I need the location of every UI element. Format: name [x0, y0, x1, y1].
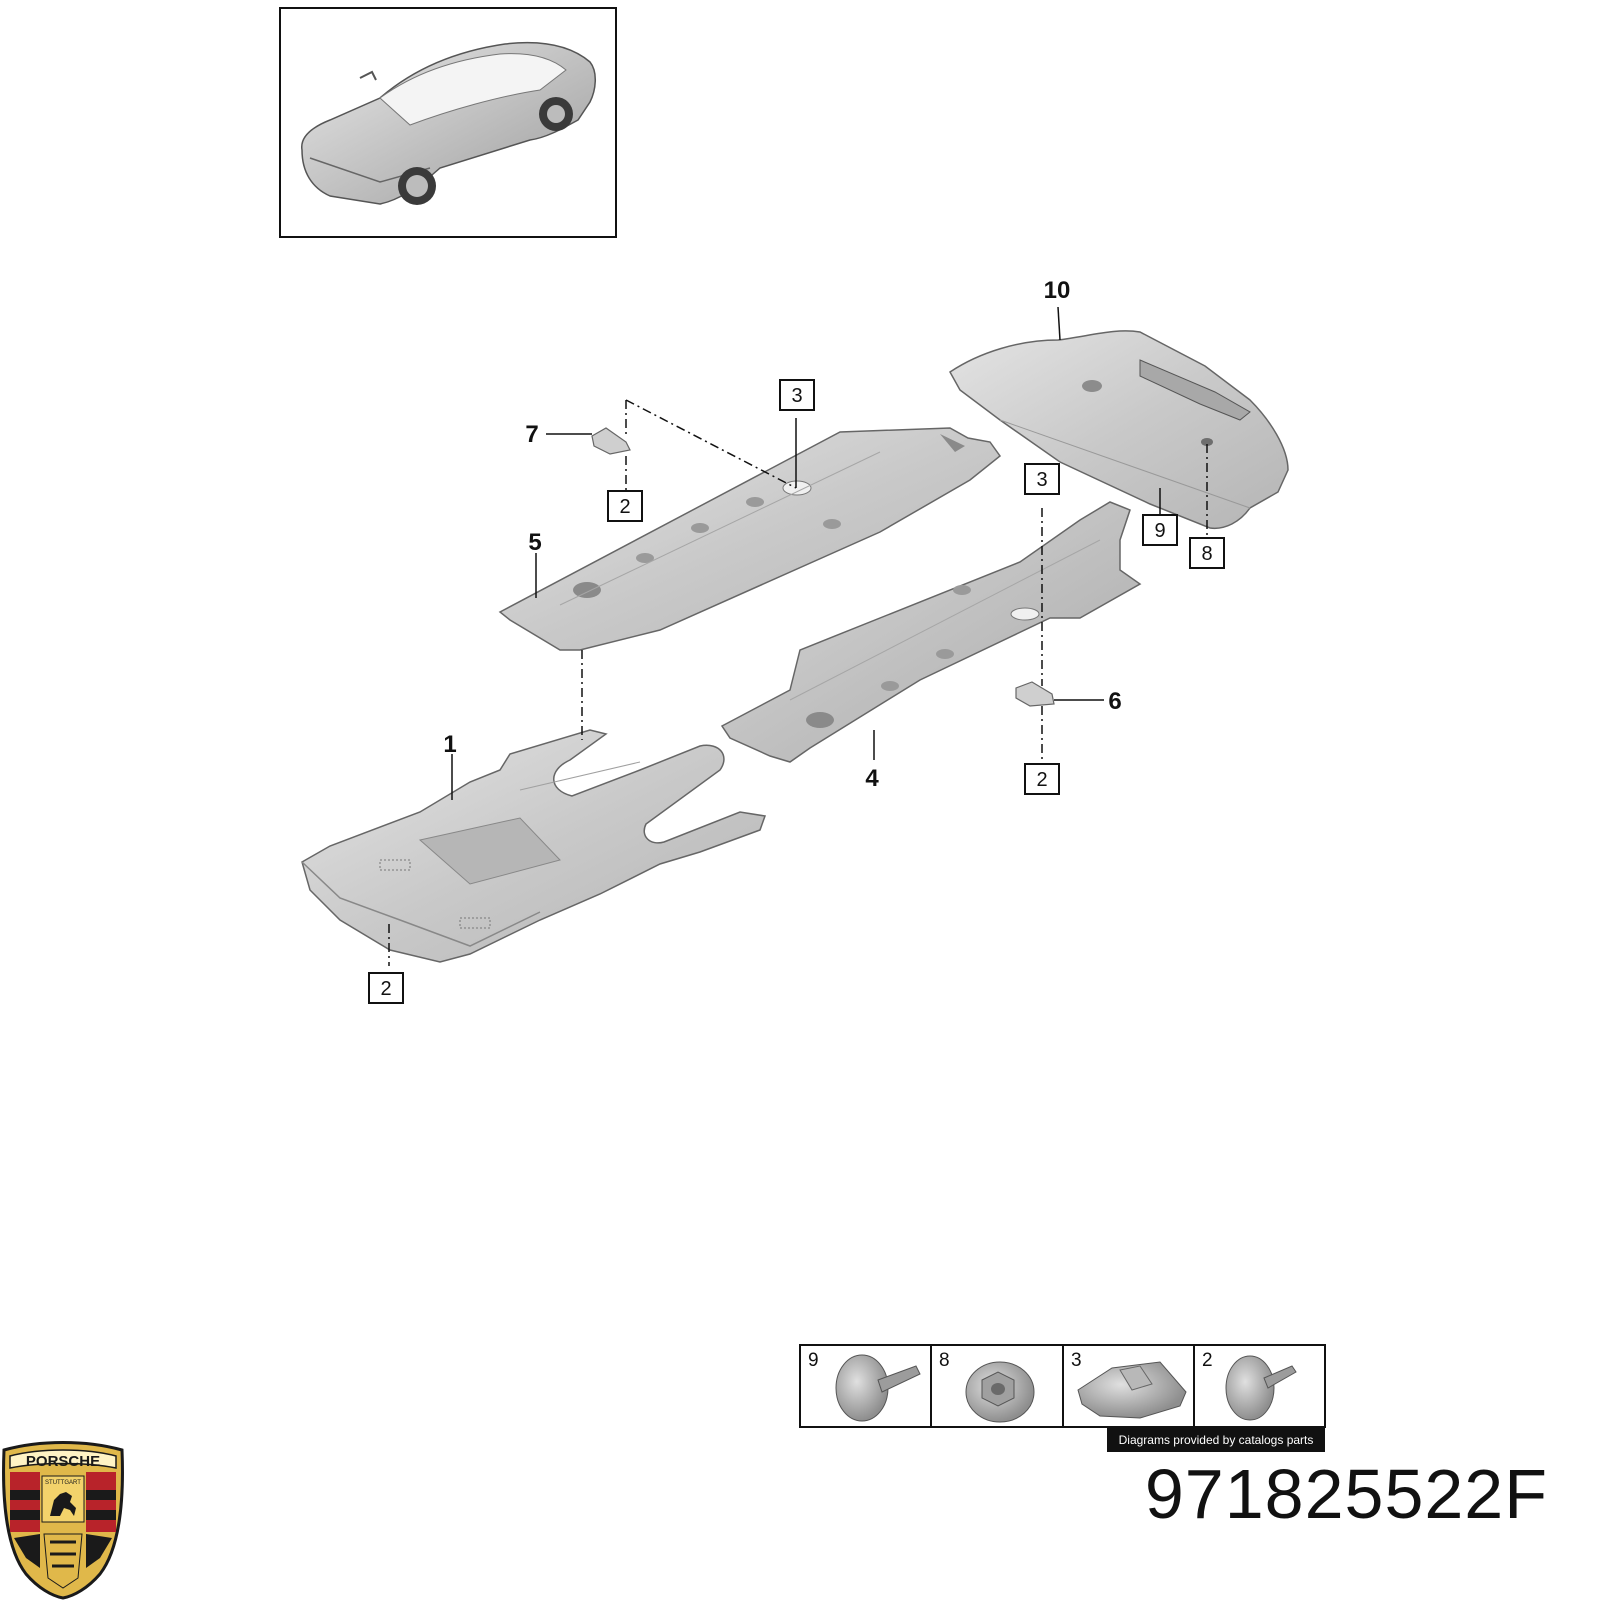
svg-text:PORSCHE: PORSCHE	[26, 1453, 100, 1470]
callout-1: 1	[443, 731, 456, 758]
vehicle-thumbnail	[279, 7, 617, 238]
assembly-lines	[388, 399, 1208, 966]
legend-cell-3: 3	[1071, 1350, 1187, 1419]
box-2-top: 2	[607, 490, 643, 522]
horse-icon	[50, 1492, 76, 1516]
svg-text:2: 2	[380, 978, 391, 1000]
svg-text:2: 2	[1202, 1350, 1213, 1371]
boxed-callouts: 2 3 3 9 8 2 2	[368, 379, 1225, 1004]
fastener-legend: 9 8 3 2	[799, 1344, 1326, 1452]
part-4-floor-panel	[720, 501, 1142, 763]
bolt-with-washer-icon	[835, 1354, 921, 1422]
legend-cell-8: 8	[939, 1350, 1035, 1423]
box-9: 9	[1142, 514, 1178, 546]
part-7-clip	[591, 427, 631, 455]
svg-text:9: 9	[1154, 520, 1165, 542]
part-10-rear-heat-shield	[949, 330, 1289, 530]
svg-text:Diagrams provided by catalogs: Diagrams provided by catalogs parts	[1119, 1433, 1314, 1447]
part-1-front-floor-panel	[301, 729, 767, 963]
screw-with-washer-icon	[1225, 1355, 1297, 1421]
box-2-bottom: 2	[368, 972, 404, 1004]
box-3-mid: 3	[1024, 463, 1060, 495]
svg-text:3: 3	[1036, 469, 1047, 491]
callout-5: 5	[528, 529, 541, 556]
svg-text:9: 9	[808, 1350, 819, 1371]
svg-text:2: 2	[619, 496, 630, 518]
box-3-top: 3	[779, 379, 815, 411]
svg-text:3: 3	[1071, 1350, 1082, 1371]
svg-text:2: 2	[1036, 769, 1047, 791]
callout-10: 10	[1044, 277, 1071, 304]
clip-icon	[1077, 1361, 1187, 1419]
credit-banner: Diagrams provided by catalogs parts	[1107, 1427, 1325, 1452]
part-number: 971825522F	[1144, 1455, 1548, 1533]
callout-6: 6	[1108, 688, 1121, 715]
car-illustration	[301, 41, 596, 205]
svg-text:3: 3	[791, 385, 802, 407]
svg-text:STUTTGART: STUTTGART	[45, 1480, 81, 1486]
porsche-crest-logo: PORSCHE STUTTGART	[2, 1441, 124, 1600]
leader-lines	[451, 306, 1161, 800]
legend-cell-9: 9	[808, 1350, 921, 1422]
flange-nut-icon	[965, 1361, 1035, 1423]
part-6-clip	[1015, 681, 1055, 707]
callout-numbers: 1 4 5 6 7 10	[443, 277, 1121, 792]
svg-text:8: 8	[939, 1350, 950, 1371]
callout-7: 7	[525, 421, 538, 448]
svg-text:8: 8	[1201, 543, 1212, 565]
box-2-right: 2	[1024, 763, 1060, 795]
legend-cell-2: 2	[1202, 1350, 1297, 1421]
callout-4: 4	[865, 765, 879, 792]
box-8: 8	[1189, 537, 1225, 569]
